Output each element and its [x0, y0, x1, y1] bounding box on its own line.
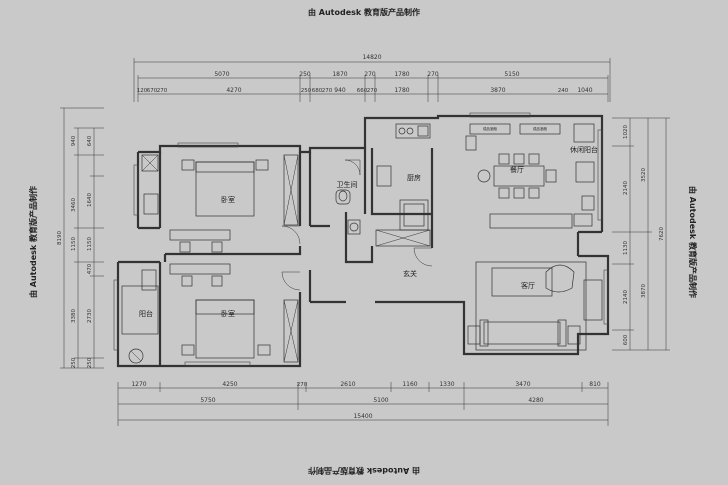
dim-bot1-h: 810: [589, 381, 601, 388]
dim-top3-c: 270: [157, 88, 168, 94]
windows: [113, 112, 609, 367]
dim-top2-b: 250: [299, 71, 311, 78]
label-bathroom: 卫生间: [337, 180, 358, 189]
kitchen-fixtures: [395, 123, 431, 231]
dim-top2-e: 1780: [394, 71, 409, 78]
watermark-bottom: 由 Autodesk 教育版产品制作: [308, 466, 420, 476]
label-balcony: 阳台: [139, 309, 153, 318]
dim-left2-f: 250: [87, 357, 93, 368]
dim-left1-a: 940: [71, 135, 77, 146]
dim-left1-e: 250: [71, 357, 77, 368]
bottom-dimensions: 1270 4250 270 2610 1160 1330 3470 810 57…: [117, 381, 609, 426]
dim-top-total: 14820: [362, 54, 381, 61]
watermark-left: 由 Autodesk 教育版产品制作: [28, 186, 38, 298]
dim-top3-g: 270: [322, 88, 333, 94]
dim-right2-a: 3520: [641, 168, 647, 182]
dim-top3-h: 940: [334, 87, 346, 94]
dim-top2-d: 270: [364, 71, 376, 78]
dim-right1-e: 600: [623, 334, 629, 345]
left-dimensions: 8190 940 3460 1150 3380 250 640 1640 115…: [57, 107, 104, 369]
dim-bot1-c: 270: [297, 382, 308, 388]
dim-top3-i: 660: [357, 88, 368, 94]
dim-top3-b: 670: [147, 88, 158, 94]
dim-right1-c: 1130: [623, 241, 629, 255]
dim-top3-k: 1780: [394, 87, 409, 94]
dim-right2-b: 3870: [641, 284, 647, 298]
balcony-furniture: [121, 285, 159, 364]
dim-left2-d: 470: [87, 263, 93, 274]
living-furniture: [467, 261, 603, 351]
right-dimensions: 1020 2140 1130 2140 600 3520 3870 7620: [612, 117, 670, 351]
desks: [141, 193, 231, 291]
dim-bot2-a: 5750: [200, 397, 215, 404]
beds: [181, 159, 271, 359]
dim-bot1-g: 3470: [515, 381, 530, 388]
bathroom-fixtures: [335, 159, 392, 235]
dim-top3-j: 270: [367, 88, 378, 94]
walls: [116, 114, 610, 368]
watermark-right: 由 Autodesk 教育版产品制作: [688, 186, 698, 298]
label-bedroom-top: 卧室: [221, 195, 235, 204]
room-labels: 卧室 卧室 卫生间 厨房 餐厅 休闲阳台 玄关 客厅 阳台 成品酒柜 成品酒柜: [139, 126, 598, 318]
dim-left1-b: 3460: [71, 198, 77, 212]
foyer-furniture: [375, 229, 431, 247]
dim-top2-f: 270: [427, 71, 439, 78]
label-cabinet-1: 成品酒柜: [483, 126, 498, 131]
dim-left2-c: 1150: [87, 237, 93, 251]
wardrobes: [141, 154, 299, 363]
dim-bot2-c: 4280: [528, 397, 543, 404]
dim-bot-total: 15400: [353, 413, 372, 420]
dim-top3-d: 4270: [226, 87, 241, 94]
dim-top3-l: 3870: [490, 87, 505, 94]
dim-left2-b: 1640: [87, 193, 93, 207]
dim-top2-a: 5070: [214, 71, 229, 78]
label-foyer: 玄关: [403, 269, 417, 278]
dim-left1-c: 1150: [71, 237, 77, 251]
dim-right1-b: 2140: [623, 181, 629, 195]
label-living: 客厅: [521, 281, 535, 290]
dim-bot1-d: 2610: [340, 381, 355, 388]
dim-bot1-b: 4250: [222, 381, 237, 388]
top-dimensions: 14820 5070 250 1870 270 1780 270 5150 12…: [133, 54, 611, 102]
dim-top3-e: 250: [301, 88, 312, 94]
dim-left2-e: 2730: [87, 309, 93, 323]
dim-bot1-a: 1270: [131, 381, 146, 388]
dim-left2-a: 640: [87, 135, 93, 146]
dim-bot1-f: 1330: [439, 381, 454, 388]
dim-top3-m: 240: [558, 88, 569, 94]
dim-top3-f: 680: [312, 88, 323, 94]
dim-bot2-b: 5100: [373, 397, 388, 404]
dim-right-total: 7620: [659, 227, 665, 241]
label-kitchen: 厨房: [407, 173, 421, 182]
dim-top3-a: 120: [137, 88, 148, 94]
dim-left-total: 8190: [57, 231, 63, 245]
dim-bot1-e: 1160: [402, 381, 417, 388]
dim-right1-a: 1020: [623, 125, 629, 139]
label-bedroom-bottom: 卧室: [221, 309, 235, 318]
dim-top3-n: 1040: [577, 87, 592, 94]
label-leisure-balcony: 休闲阳台: [570, 145, 598, 154]
label-cabinet-2: 成品酒柜: [533, 126, 548, 131]
dim-top2-g: 5150: [504, 71, 519, 78]
dim-left1-d: 3380: [71, 309, 77, 323]
doors: [281, 225, 433, 291]
watermark-top: 由 Autodesk 教育版产品制作: [308, 7, 420, 17]
dining-furniture: [465, 123, 595, 229]
label-dining: 餐厅: [510, 165, 524, 174]
dim-right1-d: 2140: [623, 290, 629, 304]
dim-top2-c: 1870: [332, 71, 347, 78]
